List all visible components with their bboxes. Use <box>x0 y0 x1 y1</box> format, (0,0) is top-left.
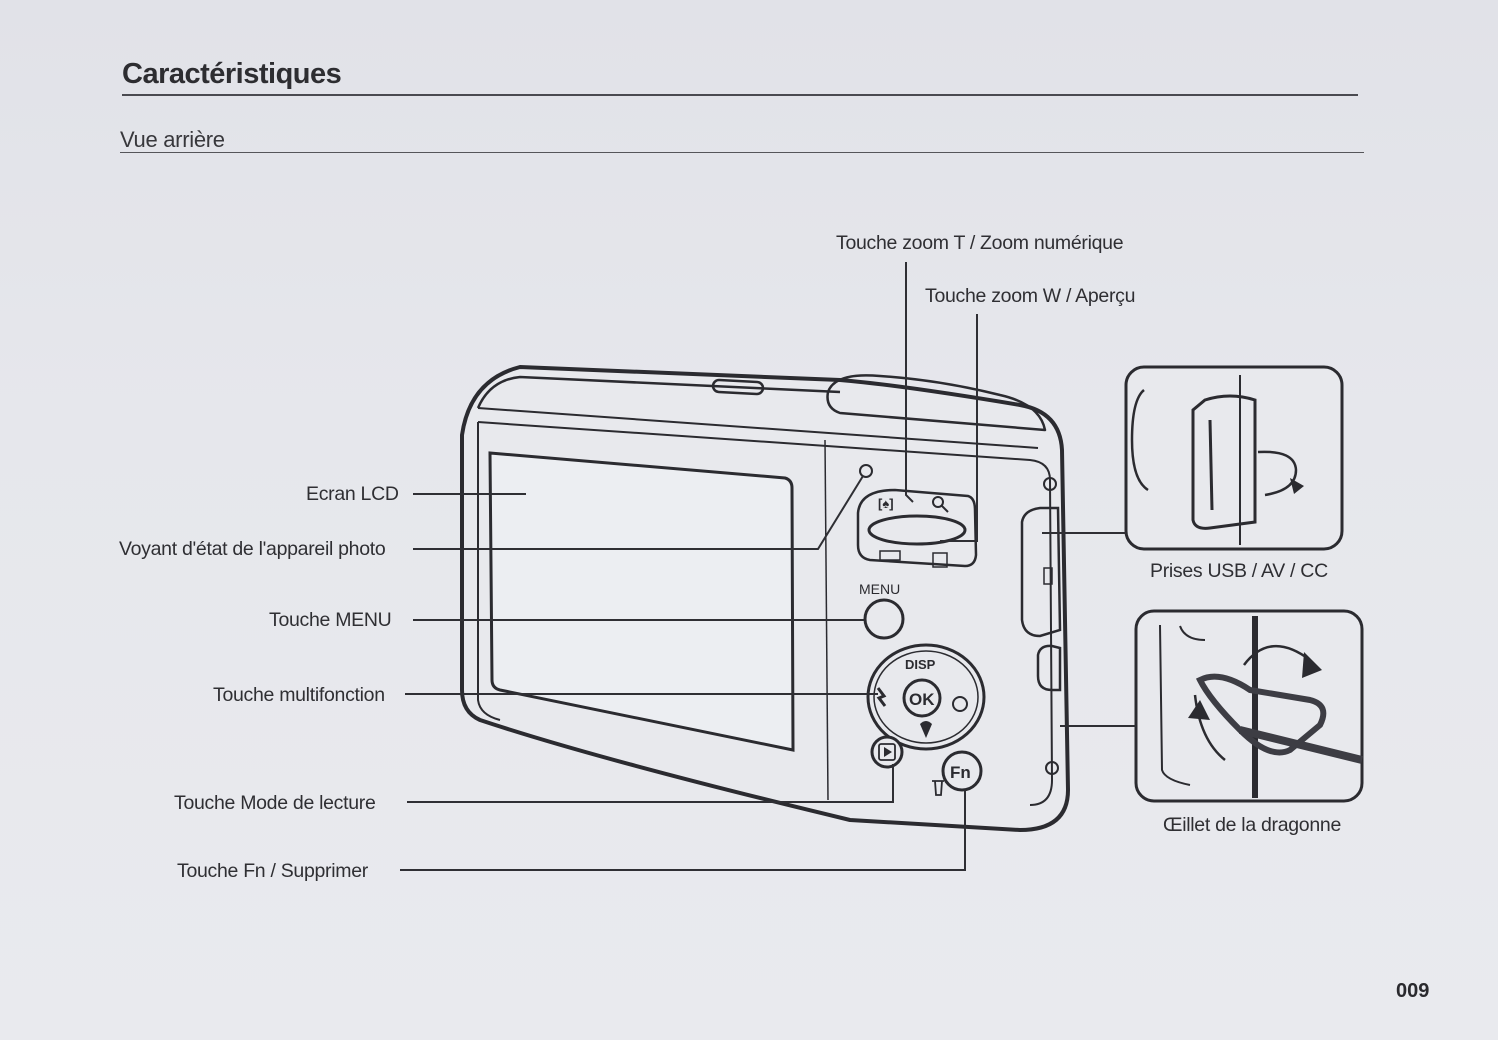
label-fn-delete: Touche Fn / Supprimer <box>177 860 368 882</box>
fn-button-icon: Fn <box>932 750 983 796</box>
dpad-icon: OK DISP <box>866 643 986 751</box>
menu-text: MENU <box>859 581 900 597</box>
label-strap: Œillet de la dragonne <box>1163 814 1341 836</box>
svg-text:Fn: Fn <box>950 763 971 782</box>
label-menu-button: Touche MENU <box>269 609 392 631</box>
label-playback: Touche Mode de lecture <box>174 792 376 814</box>
label-ports: Prises USB / AV / CC <box>1150 560 1328 582</box>
screw-icon <box>1043 477 1057 491</box>
screw-icon <box>1045 761 1059 775</box>
strap-eyelet-icon <box>1036 644 1062 692</box>
leader-lines <box>400 262 1136 871</box>
svg-text:OK: OK <box>909 690 935 709</box>
playback-button-icon <box>870 735 904 769</box>
page-number: 009 <box>1396 980 1430 1002</box>
zoom-rocker-icon: [♠] <box>856 488 978 568</box>
port-door-icon <box>1020 506 1062 638</box>
strap-inset <box>1134 609 1364 803</box>
page-title: Caractéristiques <box>122 58 342 90</box>
svg-text:[♠]: [♠] <box>878 496 894 511</box>
lcd-screen <box>488 451 795 752</box>
svg-text:DISP: DISP <box>905 657 936 672</box>
subtitle-rule <box>120 152 1364 153</box>
label-multifunction: Touche multifonction <box>213 684 385 706</box>
status-lamp-icon <box>859 464 873 478</box>
label-zoom-t: Touche zoom T / Zoom numérique <box>836 232 1124 254</box>
label-status-lamp: Voyant d'état de l'appareil photo <box>119 538 386 560</box>
section-subtitle: Vue arrière <box>120 127 225 152</box>
label-zoom-w: Touche zoom W / Aperçu <box>925 285 1136 307</box>
label-lcd: Ecran LCD <box>306 483 399 505</box>
title-rule <box>122 94 1358 96</box>
ports-inset <box>1124 365 1344 551</box>
menu-button-icon <box>863 598 905 640</box>
